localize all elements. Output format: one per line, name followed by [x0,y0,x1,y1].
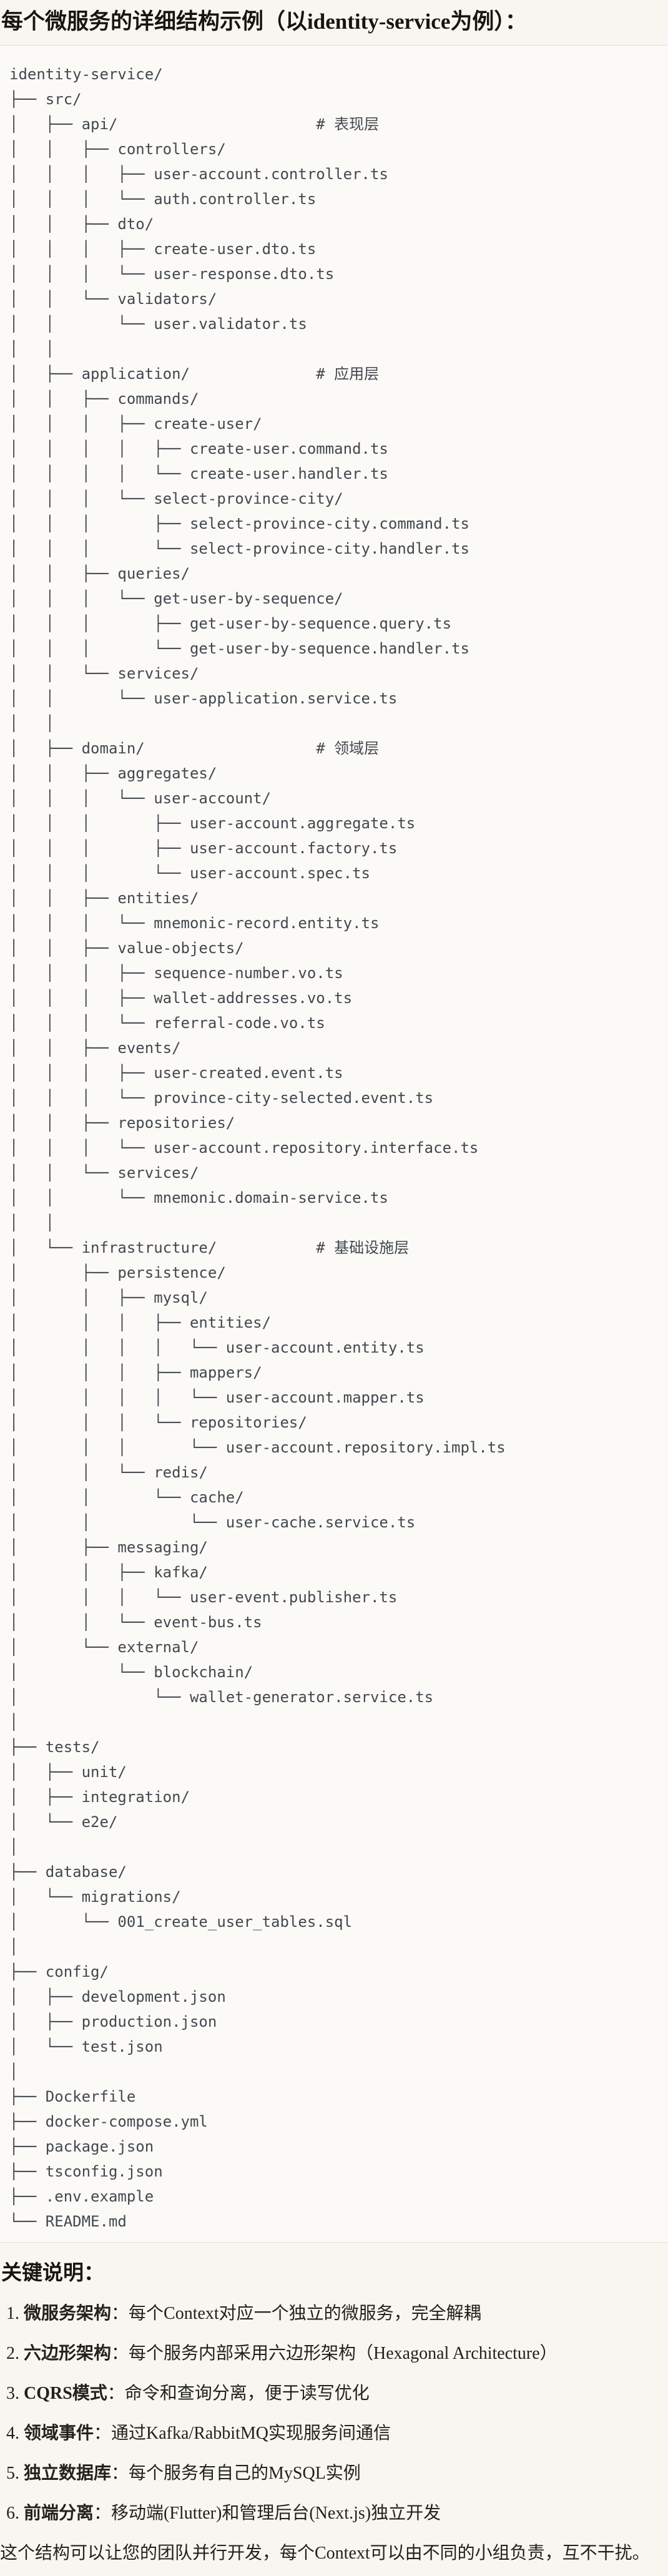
note-text: ：每个Context对应一个独立的微服务，完全解耦 [111,2304,481,2323]
note-item-microservices: 1. 微服务架构：每个Context对应一个独立的微服务，完全解耦 [6,2300,668,2328]
note-item-hexagonal: 2. 六边形架构：每个服务内部采用六边形架构（Hexagonal Architec… [6,2340,668,2368]
note-text: ：每个服务有自己的MySQL实例 [111,2464,361,2483]
note-number: 6. [6,2504,19,2523]
note-text: ：命令和查询分离，便于读写优化 [107,2384,370,2403]
note-number: 2. [6,2344,19,2363]
page-title: 每个微服务的详细结构示例（以identity-service为例）： [1,9,527,34]
note-text: ：每个服务内部采用六边形架构（Hexagonal Architecture） [111,2344,557,2363]
notes-list: 1. 微服务架构：每个Context对应一个独立的微服务，完全解耦 2. 六边形架构… [0,2300,668,2527]
note-text: ：通过Kafka/RabbitMQ实现服务间通信 [94,2424,391,2443]
note-item-independent-db: 5. 独立数据库：每个服务有自己的MySQL实例 [6,2460,668,2487]
note-label: 独立数据库 [24,2464,112,2483]
closing-paragraph: 这个结构可以让您的团队并行开发，每个Context可以由不同的小组负责，互不干扰… [0,2544,650,2563]
note-label: 六边形架构 [24,2344,112,2363]
note-item-frontend-separation: 6. 前端分离：移动端(Flutter)和管理后台(Next.js)独立开发 [6,2500,668,2527]
note-label: CQRS模式 [24,2384,107,2403]
note-label: 微服务架构 [24,2304,112,2323]
note-number: 5. [6,2464,19,2483]
note-text: ：移动端(Flutter)和管理后台(Next.js)独立开发 [94,2504,441,2523]
note-label: 前端分离 [24,2504,94,2523]
note-label: 领域事件 [24,2424,94,2443]
note-number: 1. [6,2304,19,2323]
note-item-cqrs: 3. CQRS模式：命令和查询分离，便于读写优化 [6,2380,668,2407]
notes-heading: 关键说明： [1,2262,104,2285]
note-item-domain-events: 4. 领域事件：通过Kafka/RabbitMQ实现服务间通信 [6,2420,668,2447]
directory-tree-code-block: identity-service/ ├── src/ │ ├── api/ # … [0,45,668,2243]
note-number: 3. [6,2384,19,2403]
note-number: 4. [6,2424,19,2443]
